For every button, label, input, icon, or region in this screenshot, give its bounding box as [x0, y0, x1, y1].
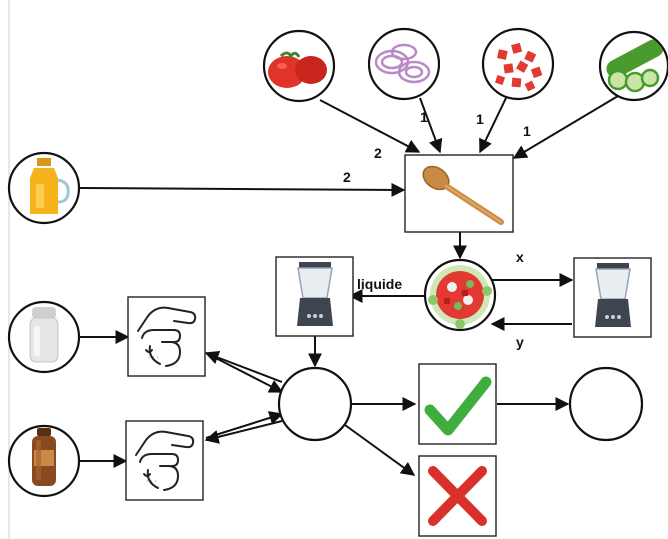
- diced-pepper-icon: [494, 42, 543, 92]
- edge-mix-to-pinch2: [204, 420, 283, 444]
- tomato-quantity-label: 2: [374, 145, 382, 161]
- result-node: [568, 366, 644, 442]
- blender-icon: [595, 263, 631, 327]
- pepper-node: [481, 27, 555, 101]
- y-label: y: [516, 334, 524, 350]
- wooden-spoon-icon: [422, 165, 504, 225]
- edge-mix-to-cross: [344, 424, 416, 476]
- pepper-quantity-label: 1: [476, 111, 484, 127]
- cucumber-icon: [606, 39, 664, 93]
- cucumber-node: [598, 30, 668, 102]
- onion-node: [367, 27, 441, 101]
- svg-text:· · ·: · · ·: [146, 478, 157, 485]
- salt-node: [7, 300, 81, 374]
- blender-icon: [297, 262, 333, 326]
- edge-oil-to-spoon: [79, 182, 406, 197]
- edges: [79, 95, 619, 476]
- x-label: x: [516, 249, 524, 265]
- mixing-spoon-node: [404, 154, 514, 233]
- oil-quantity-label: 2: [343, 169, 351, 185]
- cucumber-quantity-label: 1: [523, 123, 531, 139]
- edge-mix-to-pinch1: [204, 350, 283, 383]
- failure-node: [418, 455, 497, 537]
- salad-bowl-icon: [428, 265, 492, 329]
- check-mark-icon: [424, 376, 492, 436]
- blender-cycle-node: [573, 257, 652, 338]
- blender-liquid-node: [275, 256, 354, 337]
- edge-tomato-to-spoon: [319, 99, 421, 153]
- success-node: [418, 363, 497, 445]
- edge-pinch2-to-mix: [205, 411, 284, 439]
- onion-rings-icon: [374, 43, 431, 84]
- liquid-label: liquide: [357, 276, 402, 292]
- cross-mark-icon: [428, 466, 487, 526]
- edge-pinch1-to-mix: [205, 352, 284, 393]
- edge-cucumber-to-spoon: [512, 95, 619, 159]
- oil-node: [7, 151, 81, 225]
- pinch-hand-icon: · · ·: [137, 306, 197, 367]
- edge-pepper-to-spoon: [479, 97, 507, 154]
- svg-text:· · ·: · · ·: [148, 354, 159, 361]
- onion-quantity-label: 1: [420, 109, 428, 125]
- edge-onion-to-spoon: [419, 97, 443, 154]
- pepper-mill-node: [7, 424, 81, 498]
- oil-bottle-icon: [30, 158, 70, 214]
- mix-node: [277, 366, 353, 442]
- pinch-hand-icon: · · ·: [135, 430, 195, 491]
- pinch-pepper-node: · · ·: [125, 420, 204, 501]
- tomato-node: [262, 29, 336, 103]
- tomato-icon: [268, 51, 327, 88]
- salad-node: [423, 258, 497, 332]
- pinch-salt-node: · · ·: [127, 296, 206, 377]
- salt-shaker-icon: [29, 307, 59, 363]
- pepper-mill-icon: [32, 428, 56, 486]
